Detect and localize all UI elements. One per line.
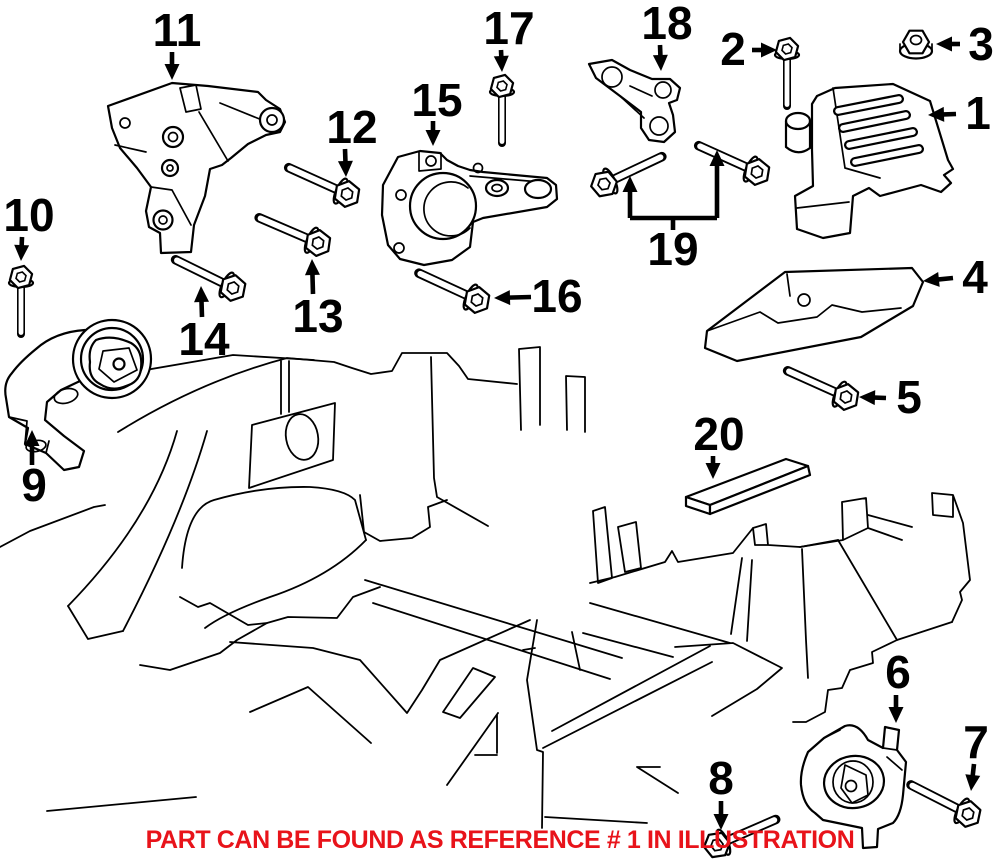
callout-20: 20 bbox=[693, 408, 745, 479]
bolt-12-drawing bbox=[283, 155, 364, 211]
reference-note: PART CAN BE FOUND AS REFERENCE # 1 IN IL… bbox=[145, 826, 855, 854]
bolt-19a-drawing bbox=[587, 144, 668, 201]
callout-14: 14 bbox=[178, 286, 230, 365]
flange-nut-drawing bbox=[898, 29, 934, 60]
callout-13: 13 bbox=[292, 259, 344, 342]
callout-10: 10 bbox=[3, 189, 55, 261]
callout-18-label: 18 bbox=[641, 0, 692, 49]
callout-5: 5 bbox=[859, 371, 922, 423]
callout-8: 8 bbox=[708, 752, 734, 830]
callout-11: 11 bbox=[153, 4, 202, 80]
wedge-bracket-drawing bbox=[703, 266, 925, 363]
callout-6-label: 6 bbox=[885, 646, 911, 698]
bolt-17-drawing bbox=[490, 75, 514, 143]
spacer-strip-drawing bbox=[684, 457, 812, 516]
y-bracket-drawing bbox=[587, 58, 682, 144]
callout-14-label: 14 bbox=[178, 313, 230, 365]
bolt-19b-drawing bbox=[693, 133, 774, 189]
callout-18: 18 bbox=[641, 0, 693, 71]
callout-7-label: 7 bbox=[963, 716, 989, 768]
callout-3: 3 bbox=[936, 18, 994, 70]
bolt-2-drawing bbox=[775, 38, 799, 106]
callout-17: 17 bbox=[483, 2, 535, 72]
lower-mount-drawing bbox=[799, 724, 908, 850]
callout-4-label: 4 bbox=[962, 251, 988, 303]
callout-3-label: 3 bbox=[968, 18, 994, 70]
callout-12: 12 bbox=[326, 101, 378, 177]
bolt-16-drawing bbox=[413, 261, 494, 318]
callout-11-label: 11 bbox=[153, 4, 202, 56]
callout-15-label: 15 bbox=[411, 74, 462, 126]
mount-bracket-drawing bbox=[380, 149, 559, 267]
callout-8-label: 8 bbox=[708, 752, 734, 804]
callout-1-label: 1 bbox=[965, 87, 991, 139]
callout-9-label: 9 bbox=[21, 459, 47, 511]
bolt-14-drawing bbox=[170, 248, 251, 306]
bolt-10-drawing bbox=[9, 266, 33, 334]
callout-6: 6 bbox=[885, 646, 911, 723]
bolt-5-drawing bbox=[782, 358, 863, 414]
bolt-13-drawing bbox=[254, 205, 335, 260]
callout-13-label: 13 bbox=[292, 290, 343, 342]
callout-16-label: 16 bbox=[531, 270, 582, 322]
callout-10-label: 10 bbox=[3, 189, 54, 241]
transmission-mount-drawing bbox=[4, 318, 153, 472]
callout-12-label: 12 bbox=[326, 101, 377, 153]
callout-15: 15 bbox=[411, 74, 463, 146]
callout-7: 7 bbox=[963, 716, 989, 791]
callout-2-label: 2 bbox=[720, 23, 746, 75]
callout-1: 1 bbox=[928, 87, 991, 139]
mount-rib-slots bbox=[833, 94, 924, 167]
callout-16: 16 bbox=[494, 270, 583, 322]
callout-20-label: 20 bbox=[693, 408, 744, 460]
callout-17-label: 17 bbox=[483, 2, 534, 54]
callout-4: 4 bbox=[923, 251, 988, 303]
callout-19: 19 bbox=[622, 150, 725, 275]
engine-mount-drawing bbox=[784, 82, 955, 240]
callout-2: 2 bbox=[720, 23, 777, 75]
engine-bracket-drawing bbox=[106, 81, 287, 255]
callout-9: 9 bbox=[21, 430, 47, 511]
callout-19-label: 19 bbox=[647, 223, 698, 275]
callout-5-label: 5 bbox=[896, 371, 922, 423]
